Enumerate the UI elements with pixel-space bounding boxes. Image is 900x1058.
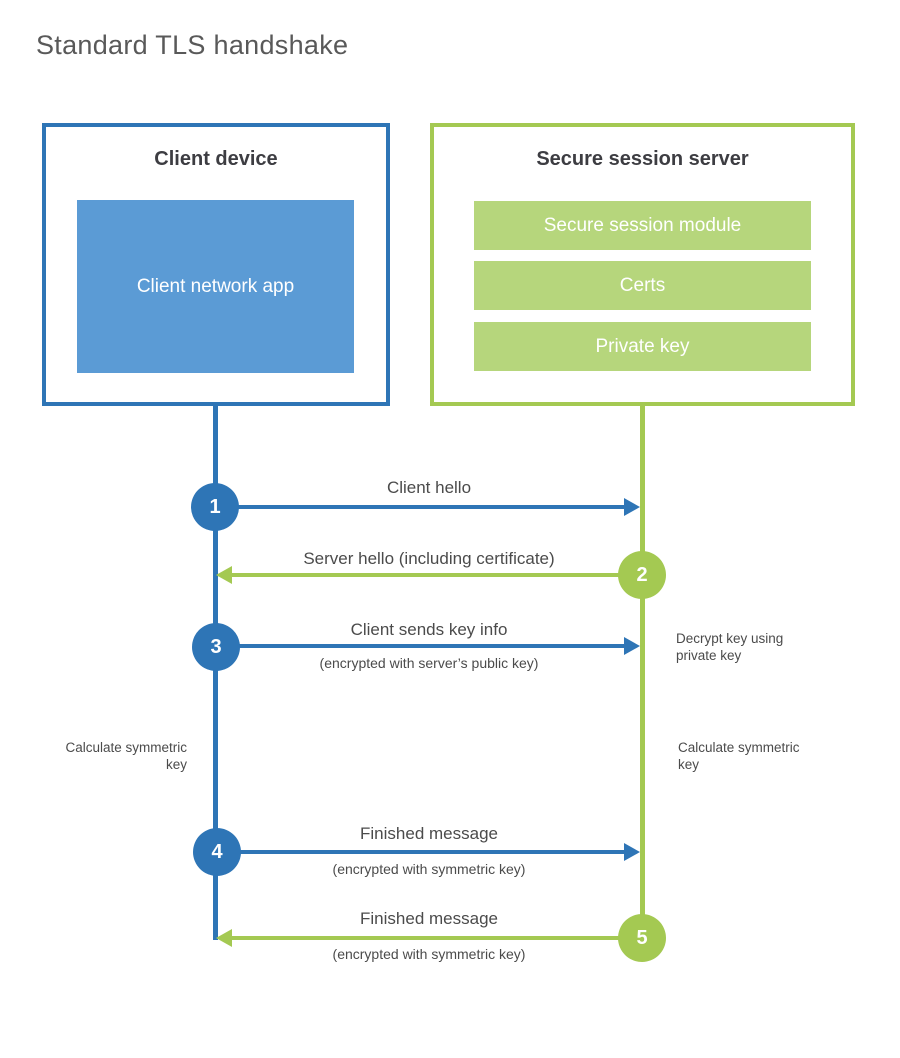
step3-sublabel: (encrypted with server’s public key) [319,655,539,671]
step4-arrowhead-icon [624,843,640,861]
step5-arrow-shaft [232,936,642,940]
step2-arrowhead-icon [216,566,232,584]
page-title: Standard TLS handshake [36,30,349,60]
step3-arrowhead-icon [624,637,640,655]
client-device-box: Client device Client network app [42,123,390,406]
calculate-symmetric-key-note-server: Calculate symmetric key [678,740,800,772]
step3-arrow-shaft [216,644,624,648]
decrypt-key-note: Decrypt key using private key [676,631,784,663]
step5-sublabel: (encrypted with symmetric key) [332,946,526,962]
step1-arrowhead-icon [624,498,640,516]
step3-arrow [216,637,640,655]
step4-label: Finished message [360,824,498,843]
server-module-private-key: Private key [474,322,811,371]
server-lifeline [640,405,645,940]
step5-arrow [216,929,642,947]
step3-label: Client sends key info [350,620,508,639]
client-device-title: Client device [154,148,278,170]
secure-session-server-title: Secure session server [536,148,749,170]
step3-circle: 3 [192,623,240,671]
step5-circle: 5 [618,914,666,962]
step4-arrow-shaft [217,850,624,854]
step5-arrowhead-icon [216,929,232,947]
client-network-app-block: Client network app [77,200,354,373]
server-module-secure-session: Secure session module [474,201,811,250]
calculate-symmetric-key-note-client: Calculate symmetric key [65,740,187,772]
step2-circle: 2 [618,551,666,599]
server-module-certs: Certs [474,261,811,310]
secure-session-server-box: Secure session server Secure session mod… [430,123,855,406]
step1-label: Client hello [386,478,472,497]
client-lifeline [213,405,218,940]
step4-sublabel: (encrypted with symmetric key) [332,861,526,877]
step2-arrow [216,566,642,584]
step1-arrow-shaft [215,505,624,509]
step2-arrow-shaft [232,573,642,577]
step4-arrow [217,843,640,861]
step1-arrow [215,498,640,516]
step2-label: Server hello (including certificate) [303,549,555,568]
step4-circle: 4 [193,828,241,876]
step1-circle: 1 [191,483,239,531]
step5-label: Finished message [360,909,498,928]
